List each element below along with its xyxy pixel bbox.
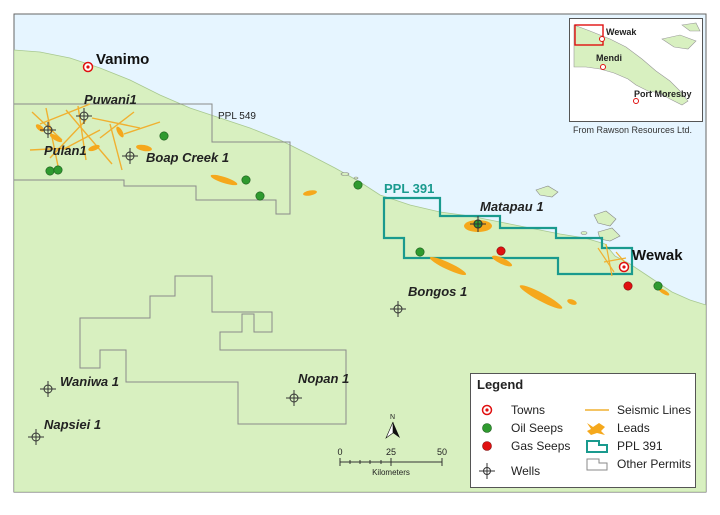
gas-seep-icon (482, 441, 492, 451)
gas-seeps (496, 246, 633, 291)
north-label: N (390, 414, 395, 421)
town-wewak-marker (618, 261, 630, 273)
legend-label-seismic-lines: Seismic Lines (617, 403, 692, 417)
island (593, 210, 617, 227)
legend-title: Legend (477, 377, 524, 392)
inset-credit: From Rawson Resources Ltd. (573, 125, 693, 135)
seismic-lines-east (597, 243, 629, 277)
well-label-pulan1: Pulan1 (44, 143, 87, 158)
legend-label-other-permits: Other Permits (617, 457, 692, 471)
seismic-line-icon (585, 409, 609, 411)
well-label-puwani1: Puwani1 (84, 92, 137, 107)
legend: Legend Towns Oil Seeps Gas Seeps Wells S… (470, 373, 696, 488)
scale-tick-50: 50 (437, 447, 447, 457)
inset-label-port-moresby: Port Moresby (634, 89, 692, 99)
inset-new-britain (661, 34, 697, 50)
legend-label-oil-seeps: Oil Seeps (511, 421, 564, 435)
permit-label-ppl391: PPL 391 (384, 181, 434, 196)
town-icon (481, 404, 493, 416)
legend-label-towns: Towns (511, 403, 546, 417)
permit-ppl391 (382, 196, 634, 276)
legend-label-gas-seeps: Gas Seeps (511, 439, 571, 453)
island (340, 172, 350, 176)
other-permit-icon (586, 458, 608, 471)
inset-map-canvas: Wewak Mendi Port Moresby (570, 19, 702, 121)
town-label-vanimo: Vanimo (96, 51, 149, 68)
north-arrow (385, 421, 400, 439)
legend-label-leads: Leads (617, 421, 650, 435)
seismic-lines-west (29, 103, 161, 171)
inset-label-mendi: Mendi (596, 53, 622, 63)
town-label-wewak: Wewak (632, 247, 683, 264)
island (535, 185, 559, 198)
well-label-matapau: Matapau 1 (480, 199, 544, 214)
legend-label-wells: Wells (511, 464, 541, 478)
ppl391-icon (586, 440, 608, 453)
scale-unit: Kilometers (372, 468, 410, 477)
oil-seeps (45, 131, 663, 291)
permit-ppl549 (14, 103, 291, 215)
permit-southern (79, 275, 347, 425)
permit-label-ppl549: PPL 549 (218, 111, 256, 122)
scale-tick-25: 25 (386, 447, 396, 457)
inset-location-box (574, 24, 604, 46)
oil-seep-icon (482, 423, 492, 433)
inset-new-ireland (681, 22, 701, 32)
town-vanimo-marker (82, 61, 94, 73)
well-icon (479, 463, 495, 479)
well-label-bongos: Bongos 1 (408, 284, 467, 299)
well-label-boap-creek: Boap Creek 1 (146, 150, 229, 165)
inset-map: Wewak Mendi Port Moresby (569, 18, 703, 122)
legend-label-ppl391: PPL 391 (617, 439, 663, 453)
well-label-napsiei: Napsiei 1 (44, 417, 101, 432)
well-label-waniwa: Waniwa 1 (60, 374, 119, 389)
scale-bar (339, 458, 443, 466)
lead-icon (587, 423, 605, 435)
island (580, 231, 588, 235)
island (353, 176, 359, 180)
inset-label-wewak: Wewak (606, 27, 637, 37)
scale-tick-0: 0 (337, 447, 342, 457)
well-label-nopan: Nopan 1 (298, 371, 349, 386)
leads (35, 124, 670, 309)
